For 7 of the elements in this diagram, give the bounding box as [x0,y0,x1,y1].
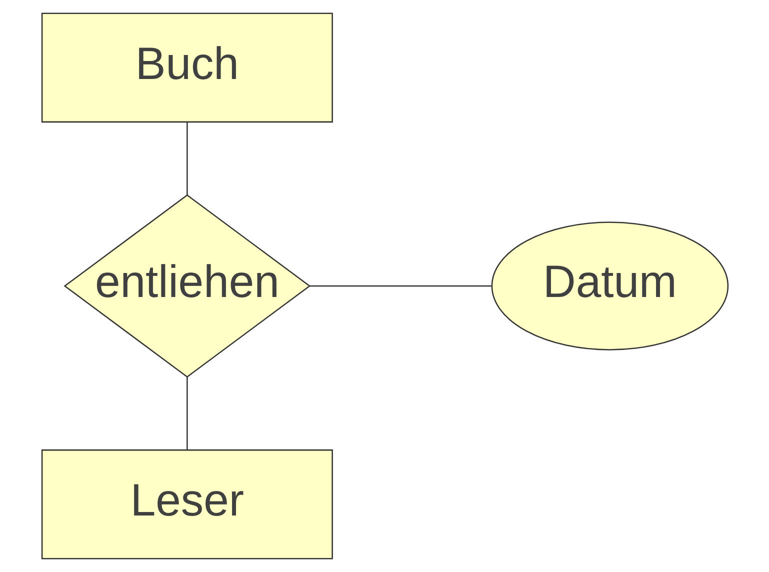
node-ellipse: Datum [490,222,728,350]
connector [186,122,188,196]
node-diamond: entliehen [63,194,310,378]
connector [186,376,188,450]
node-box: Buch [40,12,332,123]
connector [309,285,492,287]
node-box: Leser [40,449,332,560]
